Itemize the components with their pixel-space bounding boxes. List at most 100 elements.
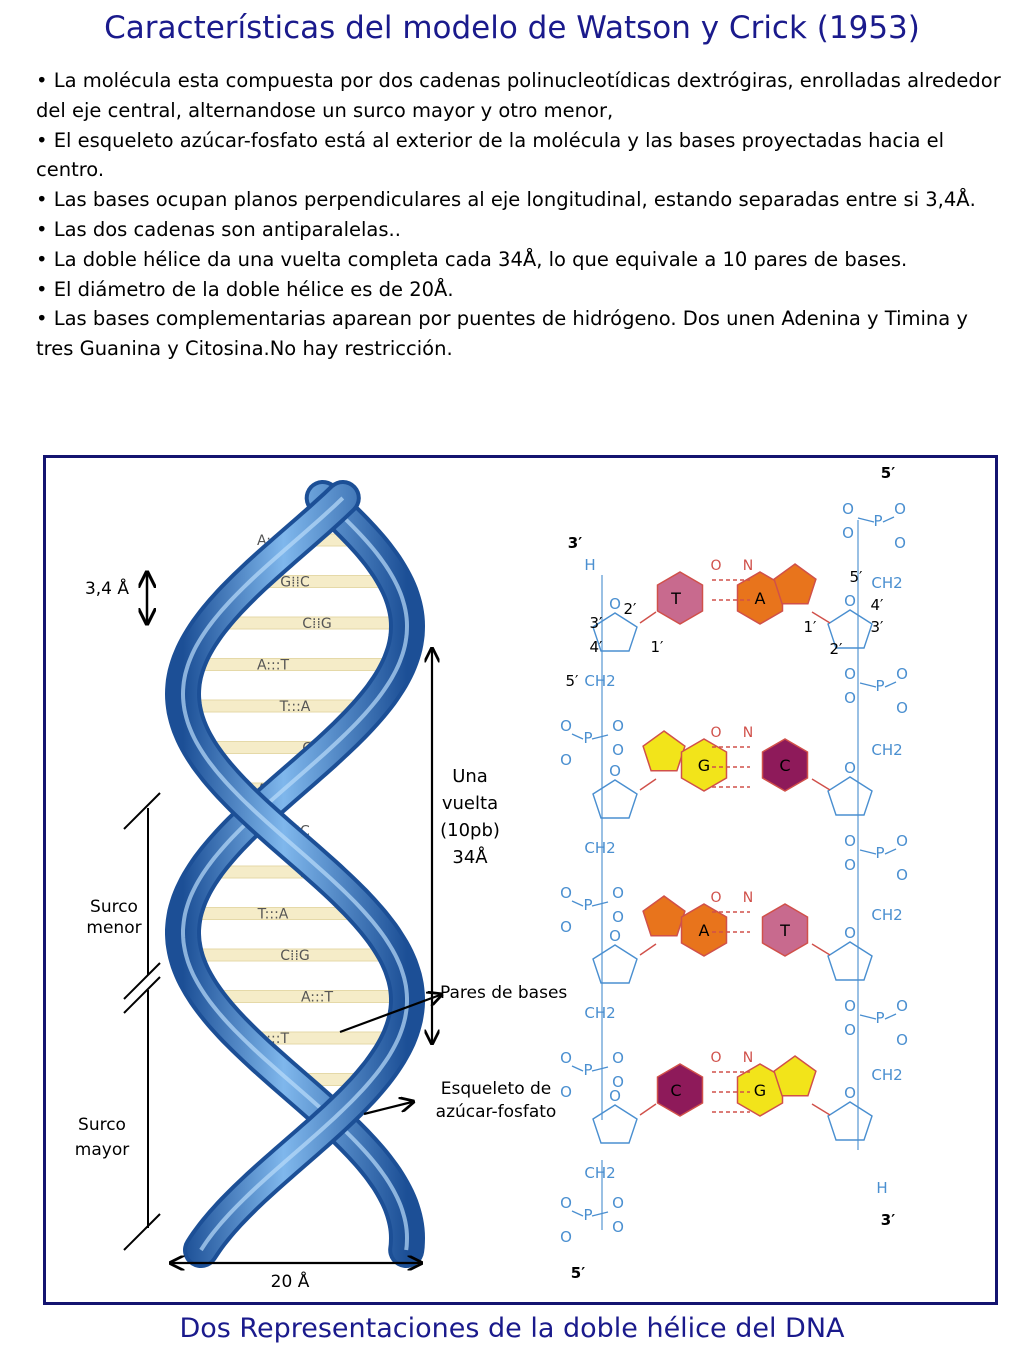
prime-label: 3′ (590, 614, 604, 632)
oxygen-atom: O (894, 500, 906, 518)
oxygen-atom: O (612, 741, 624, 759)
right-sugar-ring (828, 777, 872, 815)
oxygen-atom: O (842, 524, 854, 542)
bond-line (572, 734, 583, 739)
ring-oxygen-atom: O (609, 595, 621, 613)
prime-label: 2′ (830, 640, 844, 658)
glycosidic-bond (640, 612, 656, 623)
oxygen-atom: O (896, 665, 908, 683)
oxygen-atom: O (612, 1194, 624, 1212)
purine-ring (774, 1056, 816, 1096)
base-letter-right: G (754, 1081, 766, 1100)
bond-line (860, 683, 876, 687)
end-label-5prime-top: 5′ (881, 464, 895, 482)
bond-line (860, 850, 876, 854)
right-sugar-ring (828, 942, 872, 980)
oxygen-atom: O (844, 665, 856, 683)
oxygen-atom: O (560, 1194, 572, 1212)
base-letter-right: C (779, 756, 790, 775)
hydrogen-atom: H (584, 556, 595, 574)
prime-label: 1′ (651, 638, 665, 656)
bond-line (572, 901, 583, 906)
left-sugar-ring (593, 780, 637, 818)
base-oxygen-atom: O (710, 558, 721, 574)
ch2-group: CH2 (584, 839, 615, 857)
bond-line (592, 902, 608, 906)
oxygen-atom: O (612, 908, 624, 926)
bond-line (860, 1015, 876, 1019)
phosphorus-atom: P (583, 1206, 592, 1224)
ch2-group: CH2 (871, 1066, 902, 1084)
base-nitrogen-atom: N (743, 1050, 753, 1066)
left-sugar-ring (593, 1105, 637, 1143)
oxygen-atom: O (612, 884, 624, 902)
glycosidic-bond (812, 1104, 830, 1115)
base-letter-left: G (698, 756, 710, 775)
oxygen-atom: O (560, 1083, 572, 1101)
glycosidic-bond (812, 779, 830, 790)
oxygen-atom: O (896, 997, 908, 1015)
phosphorus-atom: P (583, 729, 592, 747)
base-oxygen-atom: O (710, 725, 721, 741)
end-label-3prime-bottom: 3′ (881, 1211, 895, 1229)
bond-line (572, 1211, 583, 1216)
purine-ring (774, 564, 816, 604)
oxygen-atom: O (844, 856, 856, 874)
oxygen-atom: O (560, 918, 572, 936)
bond-line (592, 1067, 608, 1071)
oxygen-atom: O (894, 534, 906, 552)
ch2-group: CH2 (871, 741, 902, 759)
oxygen-atom: O (560, 1049, 572, 1067)
oxygen-atom: O (844, 1021, 856, 1039)
base-oxygen-atom: O (710, 1050, 721, 1066)
prime-label: 2′ (624, 600, 638, 618)
base-letter-left: T (670, 589, 681, 608)
end-label-5prime-bottom: 5′ (571, 1264, 585, 1282)
left-sugar-ring (593, 945, 637, 983)
prime-label: 1′ (804, 618, 818, 636)
ch2-group: CH2 (584, 1164, 615, 1182)
bond-line (885, 849, 896, 854)
ring-oxygen-atom: O (844, 924, 856, 942)
phosphorus-atom: P (873, 512, 882, 530)
purine-ring (643, 731, 685, 771)
base-letter-right: A (755, 589, 766, 608)
phosphorus-atom: P (875, 677, 884, 695)
oxygen-atom: O (612, 1218, 624, 1236)
bond-line (592, 1212, 608, 1216)
prime-label: 5′ (850, 568, 864, 586)
ch2-group: CH2 (871, 574, 902, 592)
base-letter-left: C (670, 1081, 681, 1100)
phosphorus-atom: P (875, 844, 884, 862)
glycosidic-bond (640, 944, 656, 955)
ch2-group: CH2 (584, 1004, 615, 1022)
figure-caption: Dos Representaciones de la doble hélice … (0, 1313, 1024, 1344)
base-letter-right: T (779, 921, 790, 940)
base-nitrogen-atom: N (743, 558, 753, 574)
glycosidic-bond (812, 944, 830, 955)
base-nitrogen-atom: N (743, 725, 753, 741)
phosphorus-atom: P (583, 1061, 592, 1079)
right-sugar-ring (828, 1102, 872, 1140)
ring-oxygen-atom: O (609, 927, 621, 945)
end-label-3prime-top: 3′ (568, 534, 582, 552)
oxygen-atom: O (896, 832, 908, 850)
bond-line (592, 735, 608, 739)
base-oxygen-atom: O (710, 890, 721, 906)
oxygen-atom: O (896, 866, 908, 884)
glycosidic-bond (640, 779, 656, 790)
oxygen-atom: O (844, 832, 856, 850)
oxygen-atom: O (844, 689, 856, 707)
prime-label: 3′ (871, 618, 885, 636)
oxygen-atom: O (612, 717, 624, 735)
bond-line (883, 517, 894, 522)
oxygen-atom: O (560, 884, 572, 902)
purine-ring (643, 896, 685, 936)
ring-oxygen-atom: O (609, 762, 621, 780)
prime-label: 4′ (871, 596, 885, 614)
oxygen-atom: O (612, 1049, 624, 1067)
ch2-group: CH2 (584, 672, 615, 690)
ring-oxygen-atom: O (844, 592, 856, 610)
oxygen-atom: O (560, 751, 572, 769)
